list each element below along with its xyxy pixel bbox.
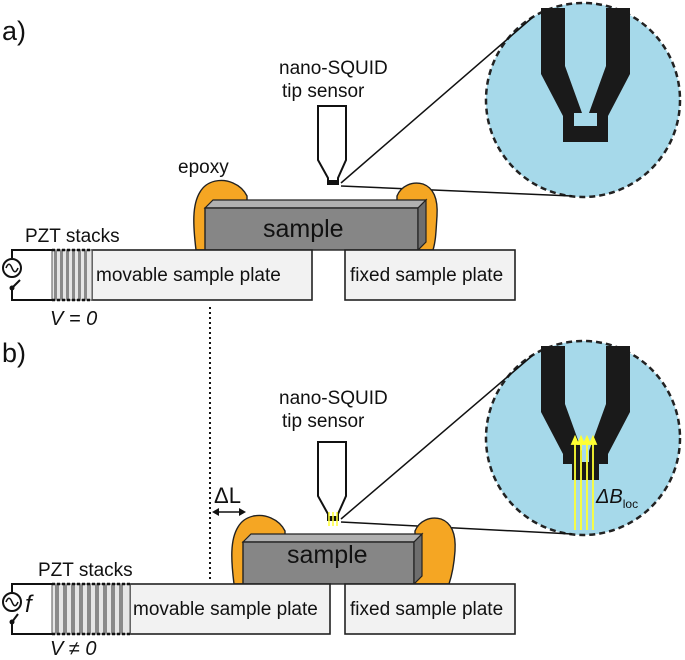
panel-b-fixed-plate bbox=[344, 583, 516, 635]
panel-a-zoom-tip-right-arm bbox=[589, 8, 630, 126]
panel-b-pzt-label: PZT stacks bbox=[38, 560, 133, 581]
panel-b-tip-flux-lines bbox=[328, 512, 338, 526]
panel-b-zoom-tip-bridge bbox=[572, 462, 599, 480]
panel-b-frequency-label: f bbox=[25, 591, 34, 618]
panel-a-tip-sensor bbox=[317, 105, 347, 185]
panel-b-epoxy-right bbox=[414, 517, 456, 585]
panel-b-movable-plate-label: movable sample plate bbox=[133, 599, 318, 620]
panel-a-tip-apex bbox=[328, 180, 338, 185]
panel-a-zoom-tip-gap bbox=[574, 113, 597, 126]
panel-a-pzt-stack bbox=[51, 248, 93, 302]
panel-a-fixed-plate-label: fixed sample plate bbox=[350, 265, 503, 286]
panel-b-displacement-arrow bbox=[212, 508, 246, 516]
panel-a-sample-side bbox=[417, 198, 427, 252]
panel-a-voltage-label: V = 0 bbox=[50, 308, 97, 330]
panel-b-field-subscript: loc bbox=[623, 497, 638, 511]
panel-a-label: a) bbox=[2, 16, 26, 46]
panel-b-fixed-plate-label: fixed sample plate bbox=[350, 599, 503, 620]
panel-b-displacement-label: ΔL bbox=[214, 483, 241, 508]
panel-a-circuit bbox=[11, 249, 52, 301]
panel-a-fixed-plate bbox=[344, 249, 516, 301]
panel-a-movable-plate bbox=[91, 249, 313, 301]
panel-a-pzt-label: PZT stacks bbox=[25, 226, 120, 247]
panel-b: b) ΔBloc nano-SQUID tip sensor bbox=[2, 338, 682, 660]
panel-a-sample-label: sample bbox=[263, 215, 344, 243]
panel-a-movable-plate-label: movable sample plate bbox=[96, 265, 281, 286]
panel-b-zoom-circle bbox=[484, 339, 682, 537]
panel-a-sample bbox=[204, 207, 419, 251]
panel-b-label: b) bbox=[2, 338, 26, 368]
panel-b-zoom-connector-top bbox=[340, 354, 534, 520]
panel-b-voltage-label: V ≠ 0 bbox=[50, 638, 97, 660]
panel-b-field-label: ΔBloc bbox=[595, 486, 638, 511]
panel-b-sample-side bbox=[413, 532, 423, 586]
panel-a-epoxy-label: epoxy bbox=[178, 157, 229, 178]
panel-a-tip-label-1: nano-SQUID bbox=[279, 58, 388, 79]
panel-b-circuit bbox=[11, 583, 52, 635]
panel-a-zoom-connector-top bbox=[340, 16, 534, 184]
panel-a-zoom-tip-bridge bbox=[563, 126, 608, 142]
panel-b-zoom-tip-left-arm bbox=[541, 346, 582, 464]
panel-b-flux-lines bbox=[570, 434, 598, 530]
panel-b-tip-label-1: nano-SQUID bbox=[279, 388, 388, 409]
panel-a-ac-wave bbox=[5, 263, 19, 273]
panel-b-sample bbox=[242, 541, 415, 585]
panel-b-tip-sensor bbox=[317, 441, 347, 521]
panel-b-tip-label-2: tip sensor bbox=[282, 411, 365, 432]
panel-a: a) nano-SQUID tip sensor epoxy sample mo… bbox=[2, 1, 682, 330]
panel-b-zoom-connector-bottom bbox=[340, 521, 573, 535]
panel-b-sample-label: sample bbox=[287, 541, 368, 569]
panel-b-movable-plate bbox=[129, 583, 331, 635]
panel-a-sample-top bbox=[203, 199, 428, 209]
panel-a-tip-label-2: tip sensor bbox=[282, 81, 365, 102]
panel-a-zoom-tip-left-arm bbox=[541, 8, 582, 126]
panel-b-pzt-stack bbox=[51, 582, 131, 636]
panel-a-zoom-circle bbox=[484, 1, 682, 199]
panel-a-zoom-connector-bottom bbox=[340, 185, 573, 197]
panel-b-zoom-tip-right-arm bbox=[589, 346, 630, 464]
panel-b-ac-wave bbox=[5, 597, 19, 607]
